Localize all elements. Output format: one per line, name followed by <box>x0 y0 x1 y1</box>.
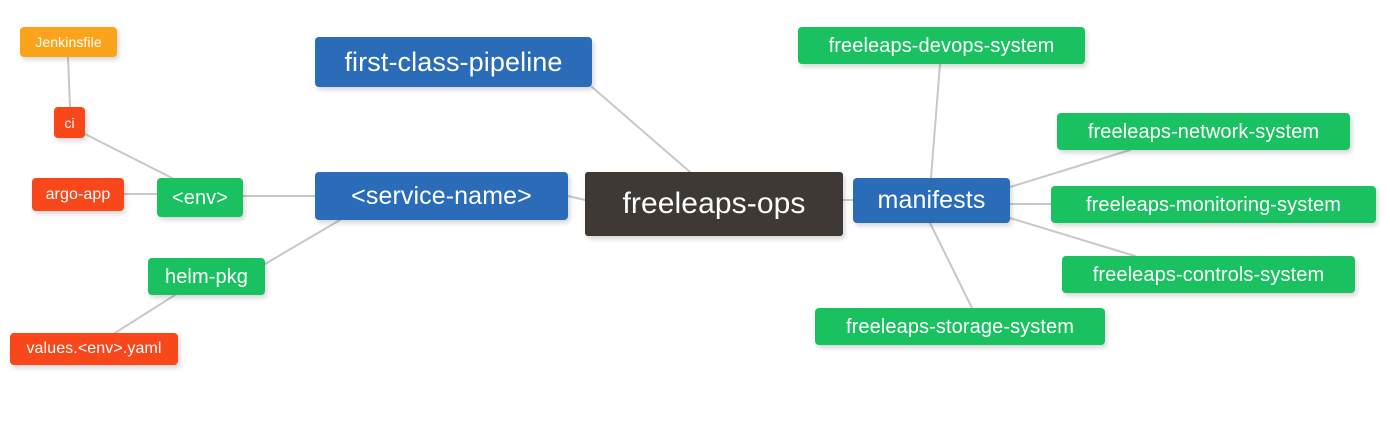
edge-jenkins-to-ci <box>67 56 71 108</box>
mindmap-node-network[interactable]: freeleaps-network-system <box>1057 113 1350 150</box>
edge-manifests-to-network <box>1009 149 1131 188</box>
mindmap-node-pipeline[interactable]: first-class-pipeline <box>315 37 592 87</box>
edge-ci-to-env <box>84 133 173 179</box>
edge-manifests-to-devops <box>930 63 941 179</box>
mindmap-node-manifests[interactable]: manifests <box>853 178 1010 223</box>
mindmap-node-service[interactable]: <service-name> <box>315 172 568 220</box>
mindmap-node-argo[interactable]: argo-app <box>32 178 124 211</box>
mindmap-node-env[interactable]: <env> <box>157 178 243 217</box>
mindmap-node-jenkins[interactable]: Jenkinsfile <box>20 27 117 57</box>
mindmap-node-values[interactable]: values.<env>.yaml <box>10 333 178 365</box>
mindmap-node-storage[interactable]: freeleaps-storage-system <box>815 308 1105 345</box>
mindmap-node-helm[interactable]: helm-pkg <box>148 258 265 295</box>
edge-values-to-helm <box>114 292 179 334</box>
edge-manifests-to-controls <box>1009 217 1136 257</box>
mindmap-node-root[interactable]: freeleaps-ops <box>585 172 843 236</box>
edge-service-to-root <box>567 195 586 201</box>
edge-manifests-to-storage <box>929 222 973 309</box>
mindmap-node-controls[interactable]: freeleaps-controls-system <box>1062 256 1355 293</box>
mindmap-node-devops[interactable]: freeleaps-devops-system <box>798 27 1085 64</box>
edge-helm-to-service <box>264 219 341 265</box>
mindmap-node-ci[interactable]: ci <box>54 107 85 138</box>
edge-pipeline-to-root <box>591 86 691 173</box>
mindmap-node-monitoring[interactable]: freeleaps-monitoring-system <box>1051 186 1376 223</box>
